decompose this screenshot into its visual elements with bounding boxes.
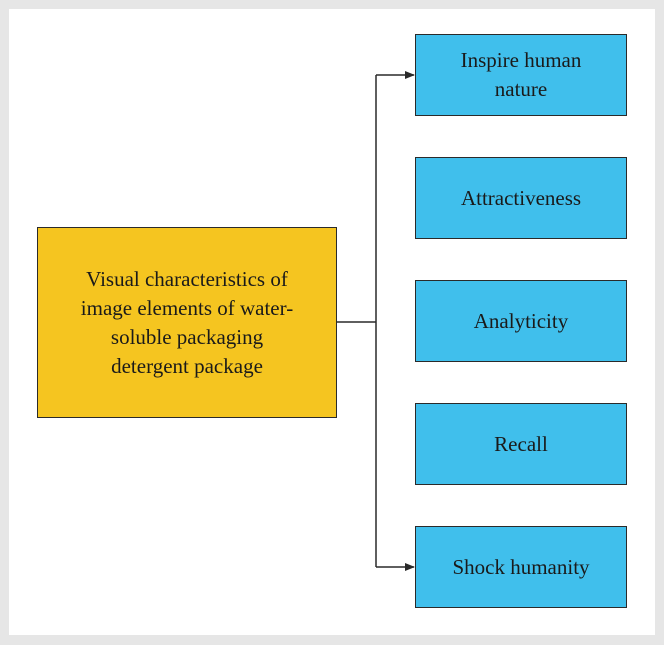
source-node-label: Visual characteristics of image elements… (80, 266, 294, 378)
target-node-label: Analyticity (473, 308, 569, 333)
target-node-label: Attractiveness (460, 185, 582, 210)
source-node: Visual characteristics of image elements… (37, 227, 337, 418)
connector-lines (337, 71, 415, 571)
target-node-analyticity: Analyticity (415, 280, 627, 362)
target-node-shock-humanity: Shock humanity (415, 526, 627, 608)
target-node-attractiveness: Attractiveness (415, 157, 627, 239)
target-node-label: Shock humanity (452, 554, 590, 579)
target-node-recall: Recall (415, 403, 627, 485)
target-node-inspire-human-nature: Inspire human nature (415, 34, 627, 116)
diagram-canvas: Visual characteristics of image elements… (9, 9, 655, 635)
target-node-label: Recall (494, 431, 548, 456)
target-node-label: Inspire human nature (460, 48, 582, 101)
